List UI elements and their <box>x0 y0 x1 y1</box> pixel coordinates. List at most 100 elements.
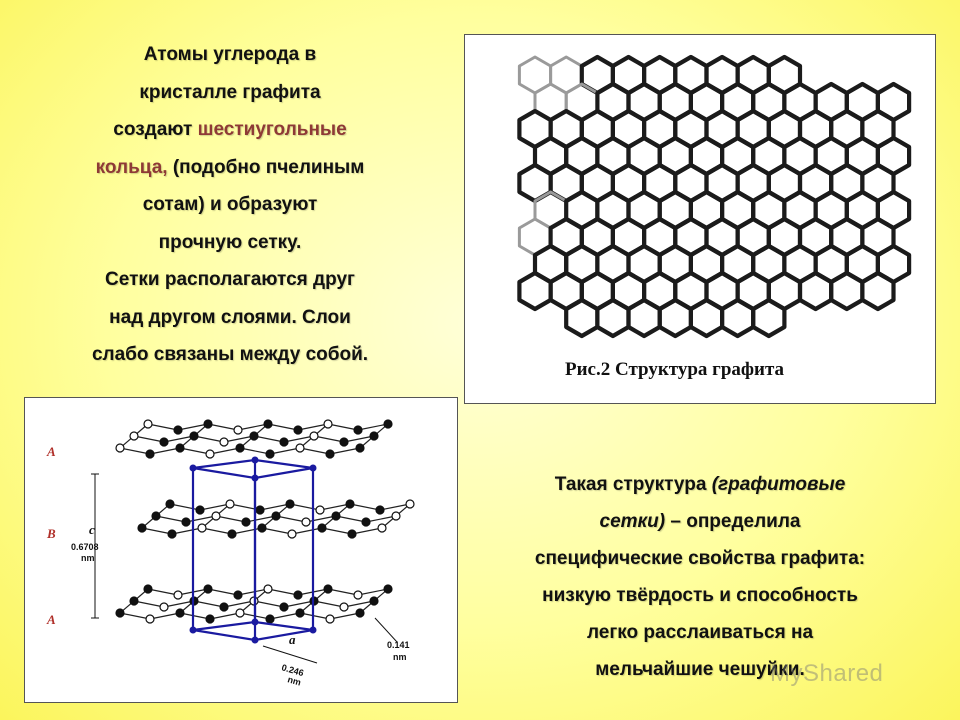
carbon-atom <box>115 443 125 453</box>
honeycomb-image: Рис.2 Структура графита <box>517 54 912 380</box>
carbon-bond <box>275 515 307 523</box>
carbon-atom <box>405 499 415 509</box>
a-unit: nm <box>286 674 302 687</box>
hexagon-ring <box>564 297 600 339</box>
carbon-atom <box>159 437 169 447</box>
carbon-atom <box>361 517 371 527</box>
carbon-atom <box>129 596 139 606</box>
watermark-logo: MyShared <box>770 660 884 687</box>
carbon-bond <box>267 423 299 431</box>
carbon-bond <box>185 515 217 523</box>
hexagon-ring <box>626 297 662 339</box>
carbon-bond <box>231 527 263 535</box>
intro-line: создают шестиугольные <box>40 111 420 149</box>
outro-line: низкую твёрдость и способность <box>542 585 858 606</box>
carbon-atom <box>241 517 251 527</box>
carbon-atom <box>233 425 243 435</box>
carbon-bond <box>237 423 269 431</box>
carbon-atom <box>235 608 245 618</box>
carbon-bond <box>299 612 331 620</box>
carbon-atom <box>167 529 177 539</box>
highlight-hexagonal: шестиугольные <box>197 119 347 140</box>
bond-value: 0.141 <box>387 640 410 650</box>
outro-line: специфические свойства графита: <box>534 548 866 569</box>
outro-line: мельчайшие чешуйки. <box>595 659 805 680</box>
carbon-bond <box>329 447 361 455</box>
carbon-atom <box>295 443 305 453</box>
carbon-bond <box>193 435 225 443</box>
carbon-atom <box>225 499 235 509</box>
carbon-bond <box>119 447 151 455</box>
carbon-atom <box>293 425 303 435</box>
carbon-atom <box>263 584 273 594</box>
outro-italic: сетки) <box>599 511 666 532</box>
carbon-bond <box>119 612 151 620</box>
carbon-bond <box>207 588 239 596</box>
carbon-atom <box>339 602 349 612</box>
carbon-bond <box>313 435 345 443</box>
carbon-bond <box>365 515 397 523</box>
carbon-bond <box>193 600 225 608</box>
carbon-atom <box>151 511 161 521</box>
carbon-atom <box>369 596 379 606</box>
carbon-bond <box>141 527 173 535</box>
carbon-atom <box>173 425 183 435</box>
carbon-atom <box>323 419 333 429</box>
unit-cell-atom <box>189 626 197 634</box>
carbon-atom <box>383 584 393 594</box>
intro-line: над другом слоями. Слои <box>109 306 351 328</box>
graphite-structure-figure: Рис.2 Структура графита <box>464 34 936 404</box>
carbon-atom <box>383 419 393 429</box>
carbon-atom <box>377 523 387 533</box>
carbon-atom <box>279 437 289 447</box>
carbon-atom <box>115 608 125 618</box>
carbon-bond <box>163 600 195 608</box>
axis-a-label: a <box>289 632 296 647</box>
carbon-atom <box>265 614 275 624</box>
carbon-atom <box>159 602 169 612</box>
carbon-bond <box>283 435 315 443</box>
carbon-bond <box>343 600 375 608</box>
carbon-atom <box>205 614 215 624</box>
carbon-bond <box>291 527 323 535</box>
carbon-bond <box>163 435 195 443</box>
outro-segment: – определила <box>665 511 801 532</box>
carbon-bond <box>269 447 301 455</box>
lattice-diagram: A B A c 0.6708 nm a 0.246 nm 0.141 nm <box>46 419 415 688</box>
carbon-atom <box>145 614 155 624</box>
carbon-bond <box>379 503 411 511</box>
carbon-bond <box>155 515 187 523</box>
carbon-bond <box>267 588 299 596</box>
carbon-atom <box>347 529 357 539</box>
unit-cell-atom <box>309 464 317 472</box>
c-unit: nm <box>81 553 95 563</box>
carbon-atom <box>249 431 259 441</box>
carbon-atom <box>391 511 401 521</box>
intro-line: слабо связаны между собой. <box>91 344 369 365</box>
hexagon-ring <box>829 270 865 312</box>
carbon-bond <box>223 435 255 443</box>
c-value: 0.6708 <box>71 542 99 552</box>
carbon-bond <box>147 588 179 596</box>
hexagon-ring <box>720 297 756 339</box>
carbon-atom <box>129 431 139 441</box>
carbon-bond <box>327 423 359 431</box>
carbon-atom <box>353 425 363 435</box>
carbon-bond <box>133 435 165 443</box>
graphite-lattice-figure: A B A c 0.6708 nm a 0.246 nm 0.141 nm <box>24 397 458 703</box>
hexagon-ring <box>595 297 631 339</box>
intro-line: прочную сетку. <box>158 231 302 253</box>
layer-label-a-bottom: A <box>46 612 56 627</box>
carbon-atom <box>189 431 199 441</box>
carbon-bond <box>223 600 255 608</box>
hexagon-ring <box>657 297 693 339</box>
unit-cell-atom <box>309 626 317 634</box>
carbon-atom <box>195 505 205 515</box>
carbon-bond <box>201 527 233 535</box>
carbon-atom <box>143 419 153 429</box>
carbon-bond <box>283 600 315 608</box>
carbon-atom <box>325 449 335 459</box>
carbon-atom <box>197 523 207 533</box>
carbon-bond <box>319 503 351 511</box>
carbon-atom <box>227 529 237 539</box>
